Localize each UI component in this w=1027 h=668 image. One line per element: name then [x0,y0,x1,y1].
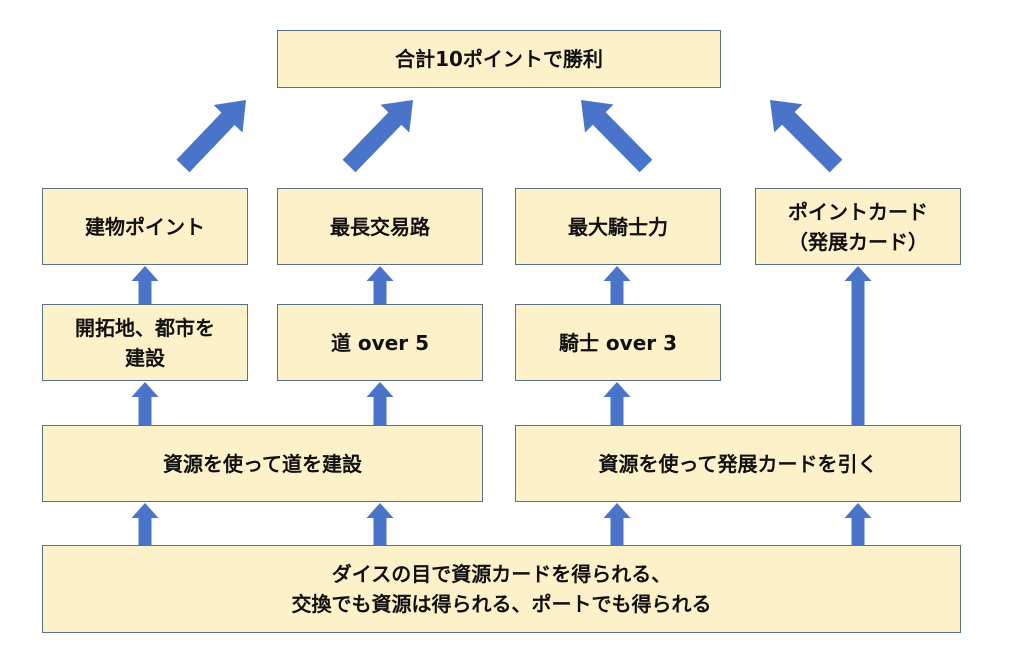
arrow-base-to-draw-cards-right [844,503,872,545]
building-points-box: 建物ポイント [42,188,248,265]
draw-dev-cards-box: 資源を使って発展カードを引く [515,425,961,502]
roads-over-5-box: 道 over 5 [277,304,483,381]
build-settlement-city-box: 開拓地、都市を 建設 [42,304,248,381]
arrow-base-to-build-roads-left [131,503,159,545]
point-cards-box: ポイントカード （発展カード） [755,188,961,265]
arrow-roads5-to-longest-road [366,266,394,304]
goal-box: 合計10ポイントで勝利 [277,30,721,88]
arrow-base-to-build-roads-right [366,503,394,545]
resource-sources-box: ダイスの目で資源カードを得られる、 交換でも資源は得られる、ポートでも得られる [42,545,961,633]
arrow-cards-to-point-cards [844,266,872,425]
arrow-roads-to-build [131,382,159,425]
arrow-point-cards-to-goal [770,100,843,173]
arrow-largest-army-to-goal [581,100,653,173]
arrow-cards-to-knights [603,382,631,425]
arrow-longest-road-to-goal [342,100,413,173]
longest-road-box: 最長交易路 [277,188,483,265]
arrow-base-to-draw-cards-left [603,503,631,545]
largest-army-box: 最大騎士力 [515,188,721,265]
arrow-knights3-to-largest-army [603,266,631,304]
knights-over-3-box: 騎士 over 3 [515,304,721,381]
arrow-roads-to-roads-over-5 [366,382,394,425]
arrow-build-to-building-points [131,266,159,304]
arrow-building-points-to-goal [176,100,246,173]
build-roads-box: 資源を使って道を建設 [42,425,483,502]
